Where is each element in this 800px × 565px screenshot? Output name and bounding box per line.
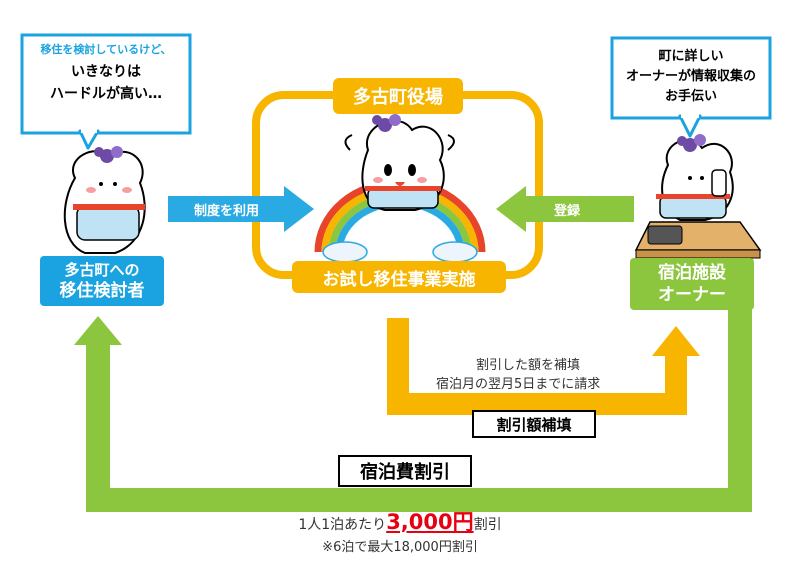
applicant-node: 多古町への 移住検討者 xyxy=(40,256,164,306)
right-bubble-line3: お手伝い xyxy=(664,89,717,104)
applicant-node-line2: 移住検討者 xyxy=(59,281,145,301)
reimbursement-note-line1: 割引した額を補填 xyxy=(476,358,581,373)
use-system-arrow xyxy=(168,186,314,232)
discount-max-note: ※6泊で最大18,000円割引 xyxy=(322,540,478,555)
right-speech-bubble xyxy=(610,36,772,138)
discount-suffix: 割引 xyxy=(473,517,502,533)
left-bubble-line1: 移住を検討しているけど、 xyxy=(40,43,172,56)
reimbursement-note-line2: 宿泊月の翌月5日までに請求 xyxy=(436,377,601,392)
discount-flow-arrow xyxy=(74,300,752,512)
mascot-left-illustration xyxy=(63,146,146,254)
register-label: 登録 xyxy=(554,204,581,219)
discount-amount: 3,000円 xyxy=(386,510,474,534)
owner-node: 宿泊施設 オーナー xyxy=(630,258,754,310)
arrow-head-up-right xyxy=(652,326,700,356)
trial-program-label: お試し移住事業実施 xyxy=(292,261,506,293)
register-arrow xyxy=(496,186,634,232)
discount-rate-line: 1人1泊あたり3,000円割引 xyxy=(0,506,800,536)
owner-node-line2: オーナー xyxy=(658,285,726,305)
right-bubble-line2: オーナーが情報収集の xyxy=(625,69,756,84)
discount-title: 宿泊費割引 xyxy=(338,455,472,487)
reimbursement-title: 割引額補填 xyxy=(472,410,596,438)
town-office-label: 多古町役場 xyxy=(333,78,463,114)
discount-prefix: 1人1泊あたり xyxy=(298,517,387,533)
use-system-label: 制度を利用 xyxy=(194,204,260,219)
arrow-head-up-left xyxy=(74,316,122,345)
reimbursement-flow-arrow xyxy=(387,318,700,415)
mascot-right-illustration xyxy=(634,134,762,259)
owner-node-line1: 宿泊施設 xyxy=(658,263,726,283)
left-speech-bubble xyxy=(20,33,192,150)
left-bubble-line2: いきなりは xyxy=(71,64,141,80)
applicant-node-line1: 多古町への xyxy=(64,261,140,279)
mascot-center-illustration xyxy=(314,114,486,263)
right-bubble-line1: 町に詳しい xyxy=(658,49,724,64)
left-bubble-line3: ハードルが高い… xyxy=(50,86,162,102)
